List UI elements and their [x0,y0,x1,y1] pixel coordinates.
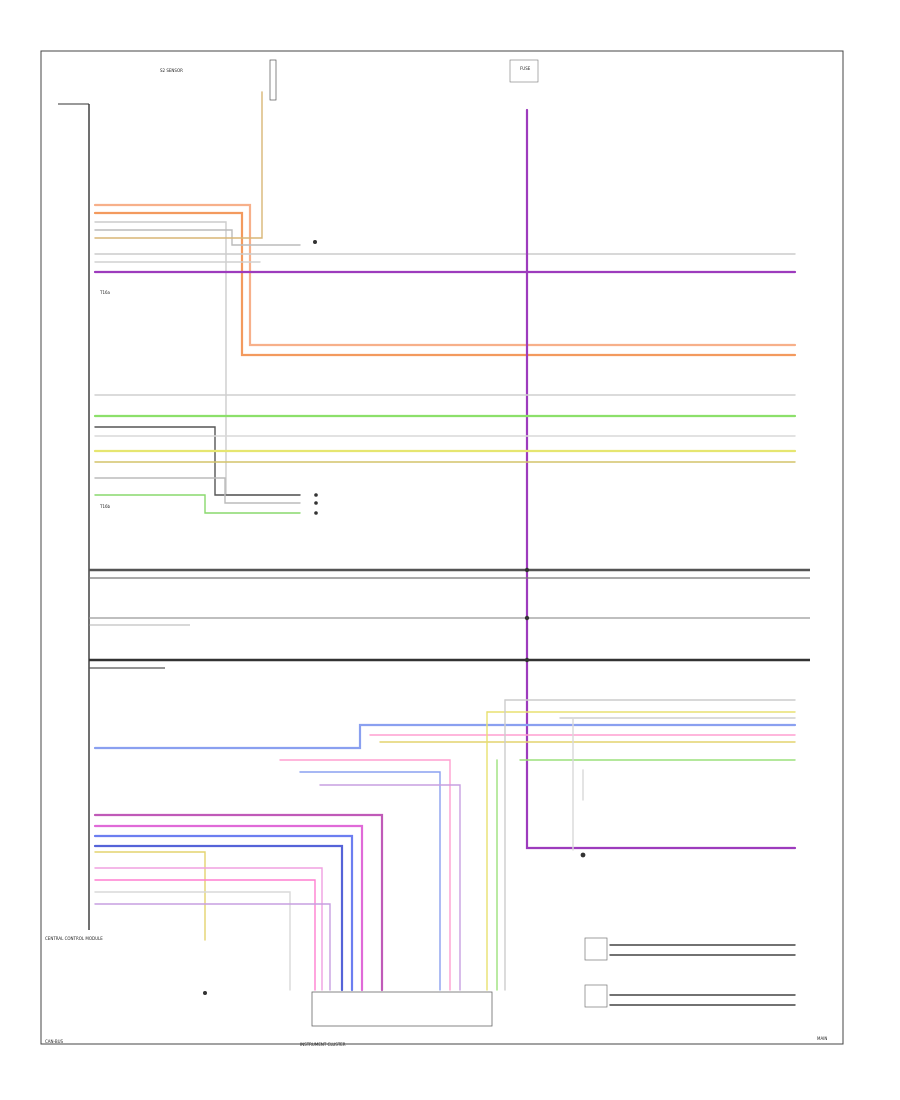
label-can-top-left: S2 SENSOR [160,68,183,73]
top-wire-bundle [93,91,797,496]
bottom-module-box [311,991,493,1027]
label-right-bottom: MAIN [817,1036,827,1041]
bottom-left-bundle [93,813,384,995]
diagram-frame [40,50,844,1045]
label-right-wires: T16a [99,290,111,295]
right-module-bottom [584,984,608,1008]
right-module-top [584,937,608,961]
can-bus-lines [89,567,810,669]
frame-label: CAN-BUS [45,1039,63,1044]
right-lower-bundle [93,699,797,858]
middle-wire-bundle [93,394,797,515]
main-purple-wire [525,108,797,850]
label-can-top-right: FUSE [520,66,531,71]
label-left-module: CENTRAL CONTROL MODULE [45,936,103,941]
label-bottom: INSTRUMENT CLUSTER [300,1042,346,1047]
module-drops [279,699,506,991]
label-mid-module: T16b [99,504,111,509]
